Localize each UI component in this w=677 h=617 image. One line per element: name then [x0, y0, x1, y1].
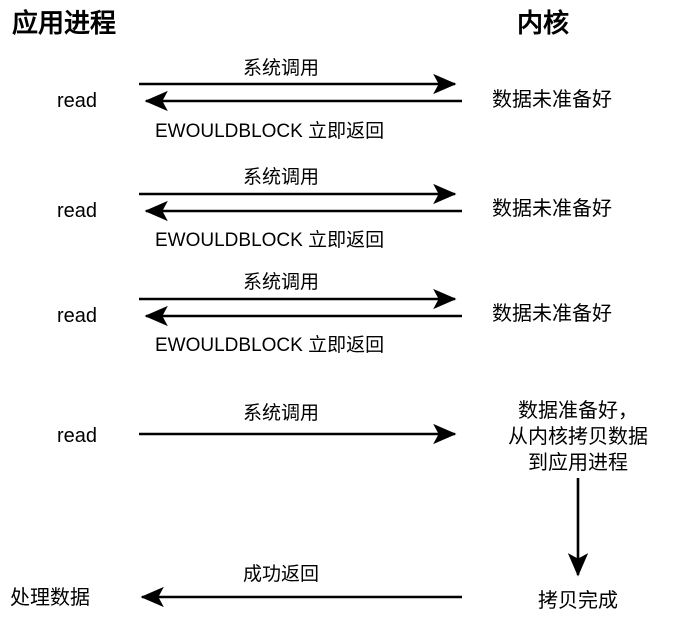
final-kernel-state-line-3: 到应用进程 — [528, 452, 628, 474]
round2-ewouldblock-label: EWOULDBLOCK 立即返回 — [155, 230, 385, 251]
copy-done-label: 拷贝完成 — [538, 590, 618, 612]
round3-syscall-label: 系统调用 — [243, 272, 320, 293]
final-kernel-state-line-1: 数据准备好， — [518, 400, 638, 422]
final-kernel-state-block: 数据准备好， 从内核拷贝数据 到应用进程 — [478, 398, 677, 476]
round3-kernel-state-label: 数据未准备好 — [492, 303, 612, 325]
round1-read-label: read — [57, 90, 98, 112]
success-return-label: 成功返回 — [243, 564, 320, 585]
column-title-kernel: 内核 — [517, 8, 570, 38]
process-data-label: 处理数据 — [10, 587, 90, 609]
column-title-application-process: 应用进程 — [12, 8, 117, 38]
final-kernel-state-line-2: 从内核拷贝数据 — [508, 426, 648, 448]
round2-read-label: read — [57, 200, 98, 222]
round2-kernel-state-label: 数据未准备好 — [492, 198, 612, 220]
round3-read-label: read — [57, 305, 98, 327]
final-syscall-label: 系统调用 — [243, 403, 320, 424]
round1-kernel-state-label: 数据未准备好 — [492, 89, 612, 111]
round2-syscall-label: 系统调用 — [243, 167, 320, 188]
round3-ewouldblock-label: EWOULDBLOCK 立即返回 — [155, 335, 385, 356]
round1-syscall-label: 系统调用 — [243, 58, 320, 79]
final-read-label: read — [57, 425, 98, 447]
round1-ewouldblock-label: EWOULDBLOCK 立即返回 — [155, 121, 385, 142]
